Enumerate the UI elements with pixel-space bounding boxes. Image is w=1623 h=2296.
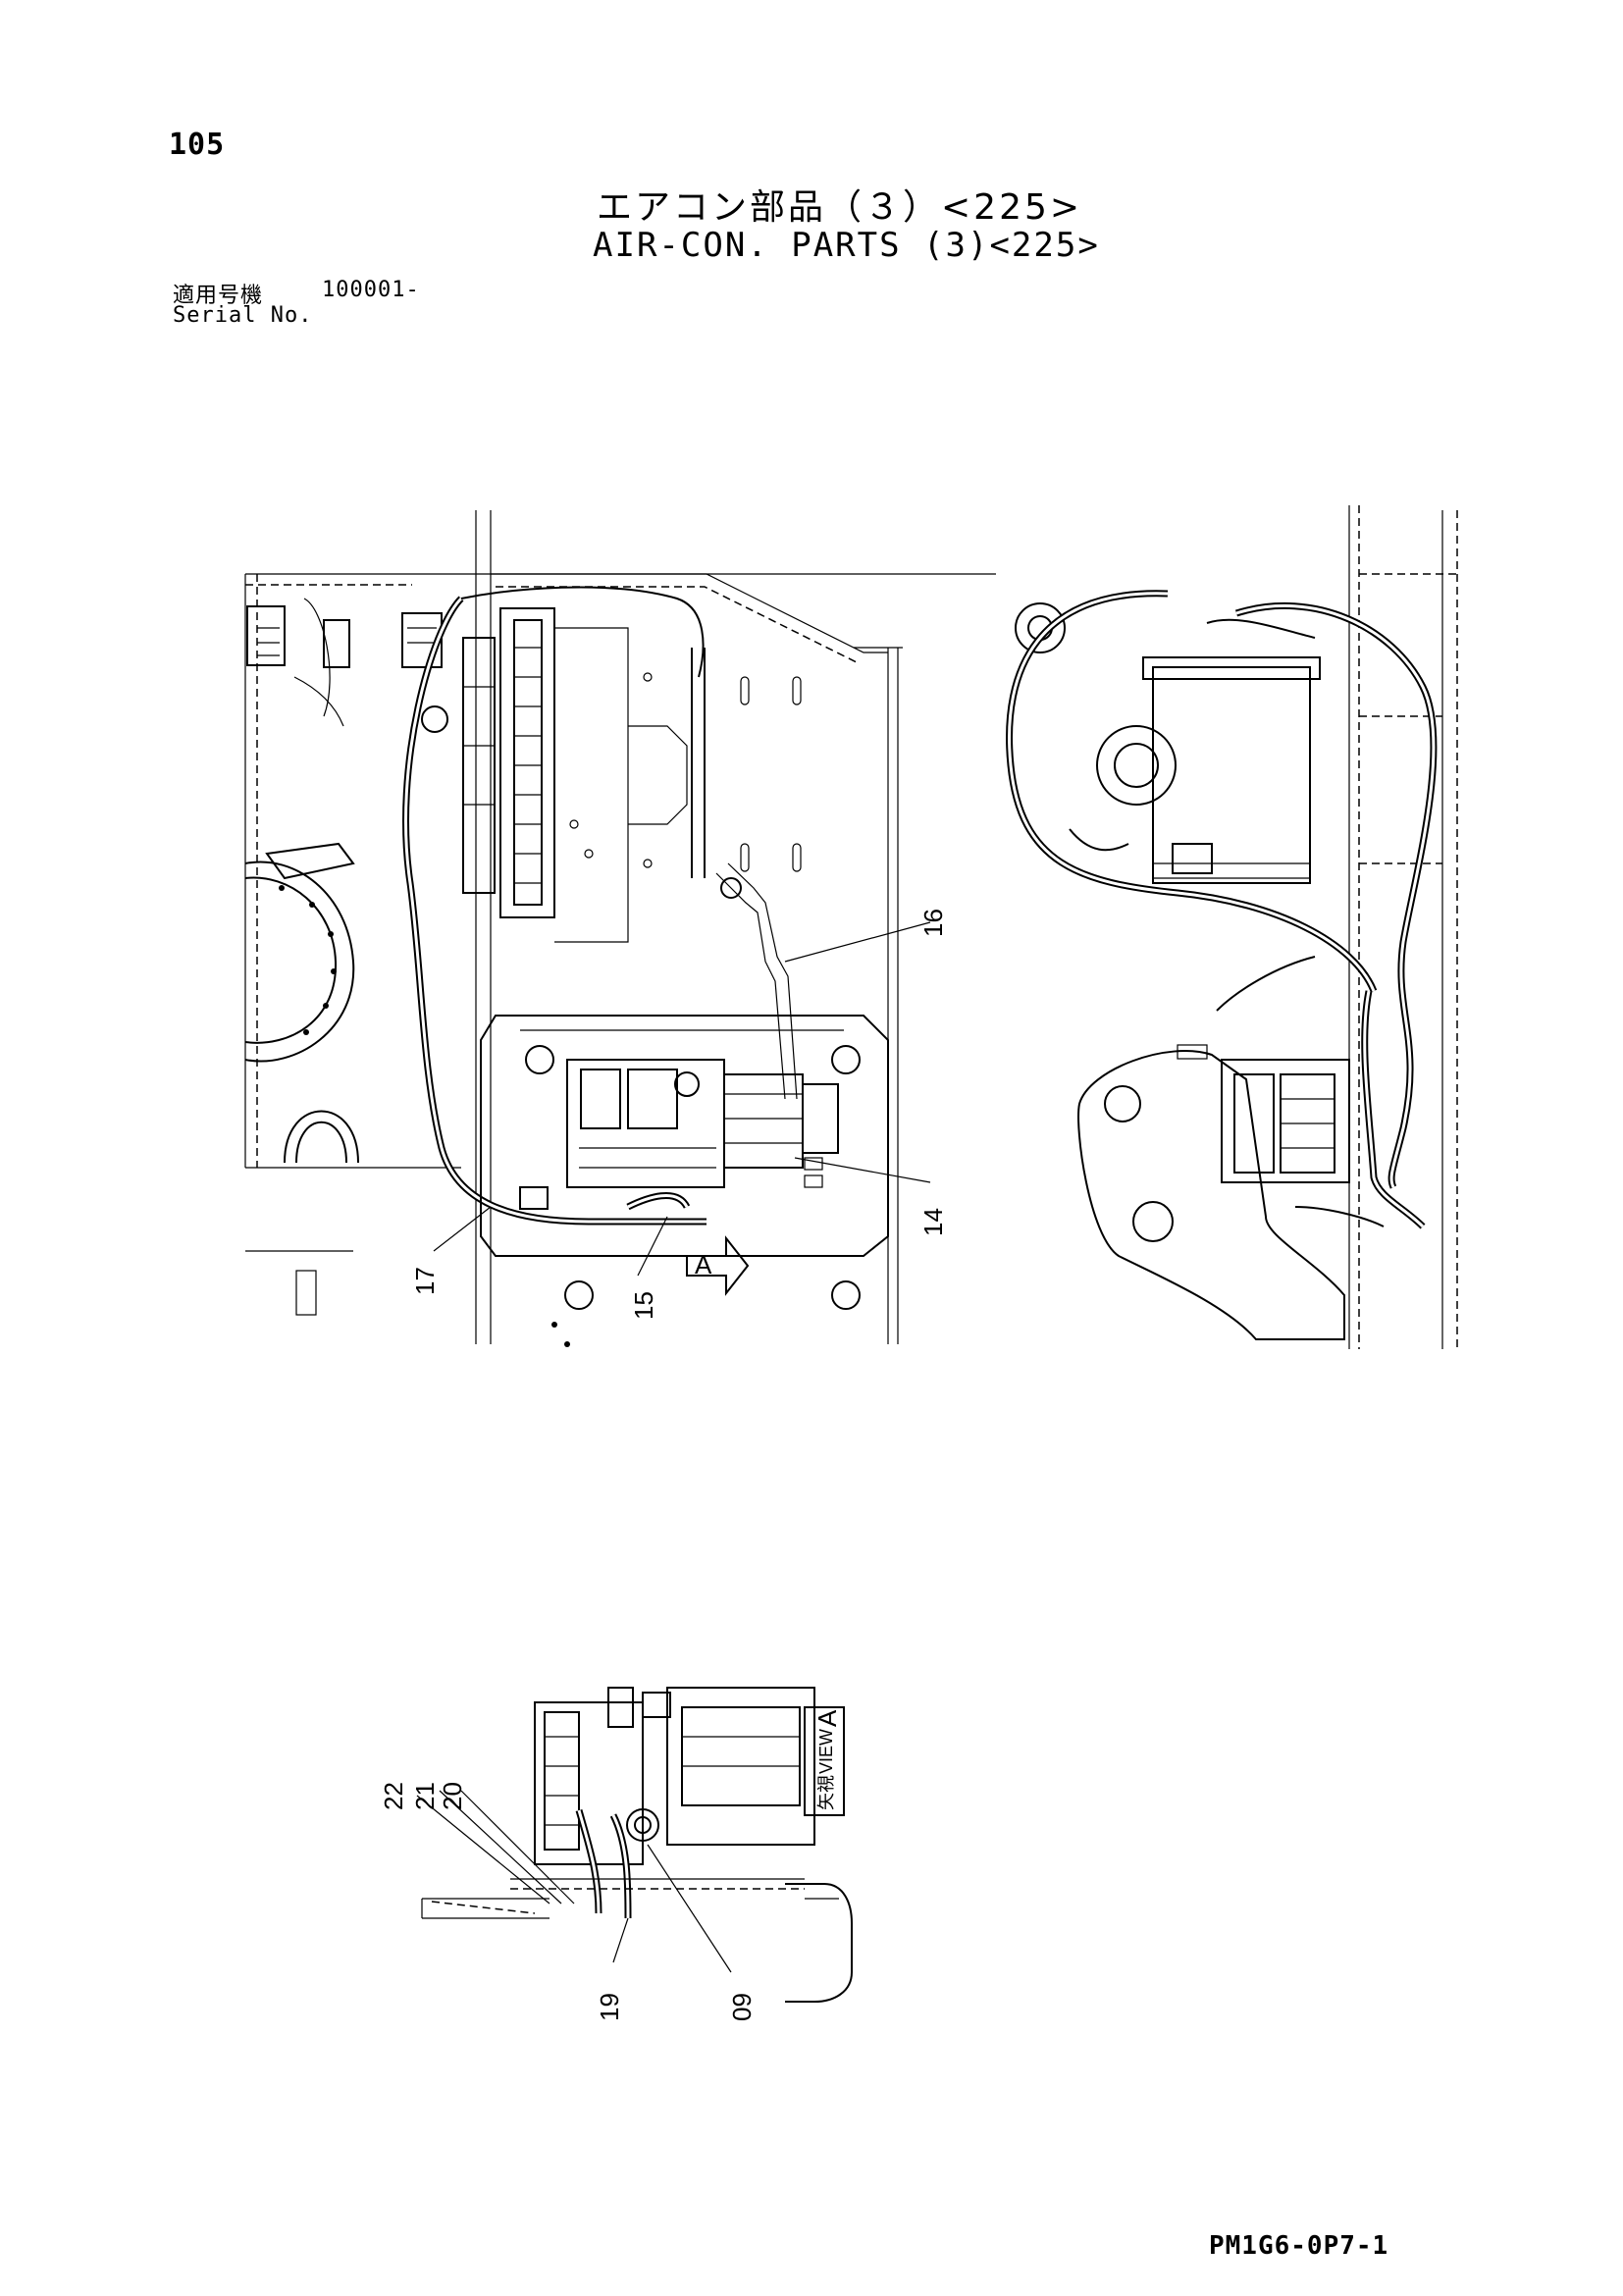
title-english: AIR-CON. PARTS (3)<225> xyxy=(593,226,1100,265)
footer-code: PM1G6-0P7-1 xyxy=(1209,2231,1389,2261)
view-box-jp: 矢視 xyxy=(816,1775,837,1810)
serial-label-japanese: 適用号機 xyxy=(173,284,264,308)
page-number: 105 xyxy=(169,128,226,162)
callout-20: 20 xyxy=(438,1782,467,1810)
view-arrow-letter: A xyxy=(695,1250,712,1279)
callout-21: 21 xyxy=(410,1782,440,1810)
detail-view-a: 矢視 VIEW A 22 21 20 19 09 xyxy=(379,1687,853,2021)
callout-14: 14 xyxy=(918,1208,948,1236)
callout-17: 17 xyxy=(410,1267,440,1295)
serial-range: 100001- xyxy=(322,278,420,302)
callout-09: 09 xyxy=(727,1993,757,2021)
title-japanese: エアコン部品（３）<225> xyxy=(597,187,1083,228)
main-view-right xyxy=(1006,505,1458,1349)
view-box-letter: A xyxy=(812,1709,842,1727)
callout-16: 16 xyxy=(918,909,948,937)
view-box-en: VIEW xyxy=(816,1729,836,1774)
main-view-left: A 16 14 15 17 xyxy=(244,510,996,1347)
callout-19: 19 xyxy=(595,1993,624,2021)
callout-22: 22 xyxy=(379,1782,408,1810)
serial-label-english: Serial No. xyxy=(173,303,313,328)
callout-15: 15 xyxy=(629,1291,658,1320)
